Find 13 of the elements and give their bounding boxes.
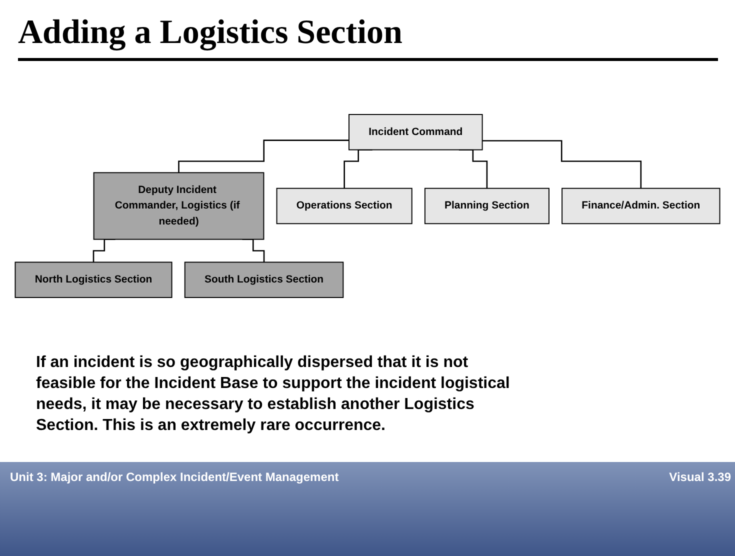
connector — [482, 140, 642, 189]
slide-title: Adding a Logistics Section — [18, 14, 402, 52]
node-box: Incident Command — [348, 114, 483, 150]
node-box: Finance/Admin. Section — [562, 188, 720, 224]
node-box: Operations Section — [276, 188, 412, 224]
node-box: North Logistics Section — [14, 262, 172, 298]
node-box: Deputy Incident Commander, Logistics (if needed) — [93, 172, 264, 240]
note-text: If an incident is so geographically dispersed that it is not feasible for the Incident Base to support the incident logistical needs, it may be necessary to establish another Logistics Section. This is an extremely rare occurrence. — [36, 353, 511, 436]
connector — [178, 140, 349, 174]
node-box: Planning Section — [424, 188, 550, 224]
node-box: South Logistics Section — [184, 262, 344, 298]
footer-text: Unit 3: Major and/or Complex Incident/Event Management — [10, 470, 340, 484]
slide-number: Visual 3.39 — [669, 470, 731, 484]
